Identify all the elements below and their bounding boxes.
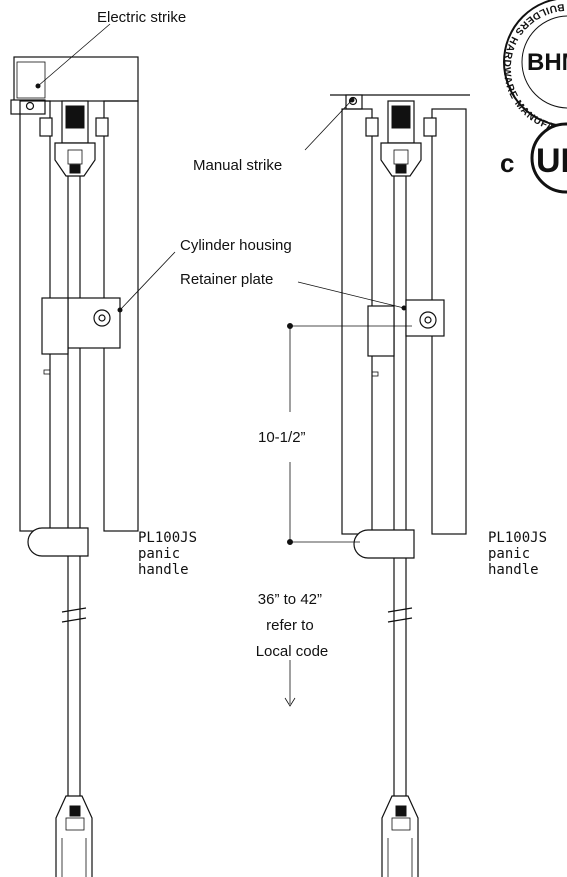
electric-strike-box — [13, 56, 139, 102]
label-cylinder-housing: Cylinder housing — [180, 237, 292, 254]
callout-leaders — [35, 23, 407, 313]
ul-logo: c UL — [500, 122, 567, 194]
label-electric-strike: Electric strike — [97, 9, 186, 26]
ul-mark: UL — [536, 142, 567, 180]
left-panic-handle — [27, 527, 89, 557]
height-dimension — [284, 323, 412, 707]
ul-c-mark: c — [500, 148, 514, 178]
label-retainer-plate: Retainer plate — [180, 271, 273, 288]
label-handle-right: PL100JS panic handle — [488, 530, 555, 578]
label-handle-left: PL100JS panic handle — [138, 530, 205, 578]
label-manual-strike: Manual strike — [193, 157, 282, 174]
right-retainer-plate — [367, 305, 395, 357]
label-height-note: 36” to 42” refer to Local code — [256, 591, 329, 660]
right-panic-handle — [353, 529, 415, 559]
label-dim-10-half: 10-1/2” — [258, 429, 306, 446]
bhma-mark: BHMA — [527, 49, 567, 76]
left-assembly — [10, 56, 139, 877]
left-cylinder-icon — [93, 309, 111, 327]
left-cylinder-housing — [67, 297, 121, 349]
right-cylinder-icon — [419, 311, 437, 329]
right-assembly — [330, 94, 470, 877]
